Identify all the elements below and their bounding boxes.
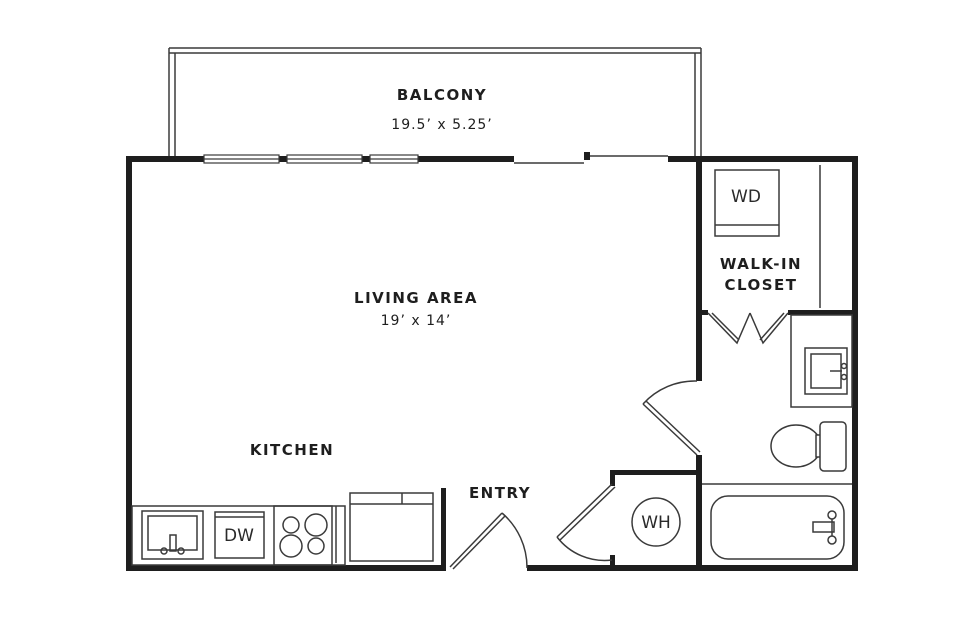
water-heater-label: WH — [641, 513, 671, 533]
bathtub — [710, 495, 845, 560]
wh-closet-door — [556, 483, 616, 562]
kitchen-counter — [131, 505, 346, 566]
kitchen-label: KITCHEN — [249, 441, 335, 459]
bathroom-door — [642, 380, 701, 456]
washer-dryer-label: WD — [731, 187, 761, 207]
water-heater-outline — [631, 497, 681, 547]
dishwasher-label: DW — [224, 526, 254, 546]
cooktop — [273, 505, 333, 566]
dishwasher — [214, 511, 265, 559]
balcony-label: BALCONY — [396, 86, 488, 104]
outer-walls — [126, 152, 858, 571]
living-area-dimensions: 19’ x 14’ — [380, 313, 452, 329]
living-area-label: LIVING AREA — [354, 289, 478, 307]
entry-label: ENTRY — [468, 484, 532, 502]
walk-in-closet-label-line2: CLOSET — [724, 276, 798, 294]
balcony-dimensions: 19.5’ x 5.25’ — [391, 117, 493, 133]
bathroom-vanity — [790, 314, 853, 408]
interior-walls — [610, 156, 856, 571]
kitchen-sink — [141, 510, 204, 560]
toilet — [770, 421, 847, 472]
closet-bifold-doors — [707, 312, 789, 345]
balcony-windows — [203, 154, 419, 164]
refrigerator — [349, 492, 434, 562]
sliding-door — [514, 155, 668, 164]
walk-in-closet-label-line1: WALK-IN — [719, 255, 803, 273]
washer-dryer — [714, 169, 780, 237]
balcony-railing — [168, 47, 702, 158]
entry-door — [449, 512, 528, 570]
